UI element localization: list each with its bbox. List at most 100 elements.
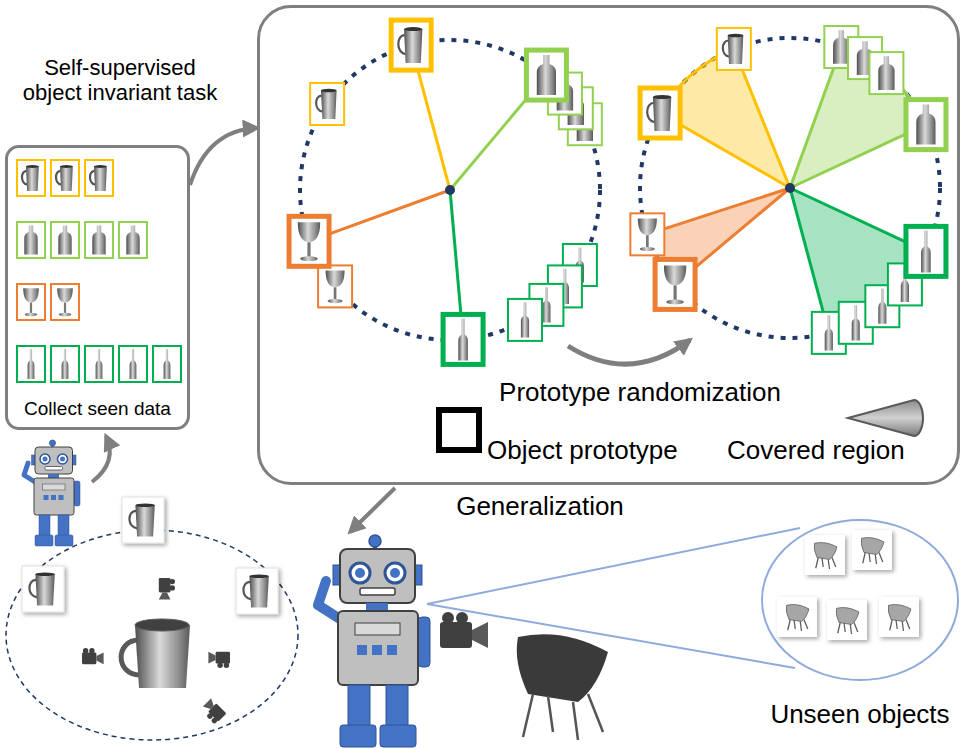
object-card (391, 20, 431, 70)
tall-bottle-shape (825, 315, 833, 350)
object-card (119, 222, 147, 258)
node-text: Unseen objects (770, 700, 949, 730)
view-lines (427, 528, 800, 668)
object-card (85, 346, 113, 382)
goblet-bowl (638, 218, 657, 235)
card-frame (310, 83, 344, 125)
prototype-panel: Prototype randomization (257, 5, 960, 485)
goblet-base (25, 313, 37, 317)
object-card (119, 346, 147, 382)
card-frame (119, 222, 147, 258)
small-camera (159, 578, 175, 600)
randomized-ring (630, 26, 946, 354)
big-robot (318, 535, 430, 747)
goblet-base (59, 313, 71, 317)
goblet-bowl (23, 288, 39, 302)
card-frame (906, 100, 946, 150)
object-card (869, 52, 903, 94)
object-card (51, 222, 79, 258)
object-card (122, 497, 164, 543)
object-card (17, 160, 45, 196)
card-frame (318, 265, 352, 307)
seen-data-grid (17, 160, 181, 382)
card-frame (17, 284, 45, 320)
chair-thumbnails-part (777, 597, 817, 637)
object-card (640, 88, 680, 138)
mug-body (135, 505, 154, 536)
bottle-shape (916, 105, 935, 145)
card-frame (51, 346, 79, 382)
object-card (236, 568, 278, 614)
mug-rim (35, 573, 54, 577)
chair-thumbnails-part (827, 600, 867, 640)
mug-rim (26, 165, 39, 168)
unseen-objects-ellipse: Unseen objects (755, 515, 965, 740)
generalization-arrow (350, 488, 395, 532)
object-card (85, 160, 113, 196)
node-text-box: Unseen objects (755, 700, 965, 730)
node-text-box: Collect seen data (8, 398, 187, 420)
card-frame (85, 160, 113, 196)
mug-body (321, 91, 337, 120)
card-frame (17, 160, 45, 196)
object-card (630, 213, 664, 255)
card-frame (289, 216, 329, 266)
object-card (85, 222, 113, 258)
capture-mug-part (135, 619, 189, 631)
node-text: Collect seen data (24, 398, 171, 420)
goblet-base (300, 256, 318, 261)
captured-views (22, 497, 278, 614)
region-swatch (848, 400, 923, 436)
edge-label: Self-supervised object invariant task (12, 55, 228, 106)
chair-thumbnails-part (836, 608, 859, 634)
goblet-stem (646, 235, 649, 248)
object-card (51, 284, 79, 320)
legend-text-box: Object prototype (487, 436, 692, 466)
covered-region (647, 188, 790, 284)
object-card (22, 566, 64, 612)
card-frame (391, 20, 431, 70)
mug-body (35, 574, 54, 605)
prototype-ring (289, 20, 602, 364)
prototype-swatch (439, 410, 479, 450)
tall-bottle-shape (852, 305, 860, 340)
center-dot (445, 185, 455, 195)
tall-bottle-shape (521, 302, 529, 337)
tall-bottle-shape (96, 349, 103, 379)
mug-body (404, 29, 422, 63)
small-camera (208, 652, 230, 668)
dotted-circle (300, 40, 600, 340)
connector-arrow (190, 128, 257, 185)
mug-body (249, 576, 268, 607)
mug-body (728, 36, 744, 65)
mug-rim (653, 95, 671, 99)
object-card (906, 226, 946, 276)
card-frame (17, 346, 45, 382)
mug-rim (404, 27, 422, 31)
node-text-box: Prototype randomization (490, 378, 790, 408)
chair-thumbnails-part (786, 605, 809, 631)
big-camera (440, 612, 488, 648)
tall-bottle-shape (458, 318, 468, 360)
legend-text: Object prototype (487, 436, 678, 466)
chair-thumbnails-part (861, 538, 884, 564)
card-frame (655, 259, 695, 309)
mug-body (26, 167, 39, 192)
object-card (526, 50, 566, 100)
chair-thumbnails-part (879, 597, 919, 637)
object-card (51, 160, 79, 196)
tall-bottle-shape (542, 287, 550, 322)
capture-mug-part (135, 625, 190, 688)
object-card (717, 28, 751, 70)
mug-rim (321, 89, 337, 92)
card-frame (22, 566, 64, 612)
bottle-shape (878, 56, 894, 90)
tall-bottle-shape (62, 349, 69, 379)
ellipse-border (762, 520, 958, 680)
card-frame (717, 28, 751, 70)
card-frame (85, 346, 113, 382)
bottle-shape (537, 55, 556, 95)
object-card (508, 299, 542, 341)
goblet-base (328, 299, 343, 303)
